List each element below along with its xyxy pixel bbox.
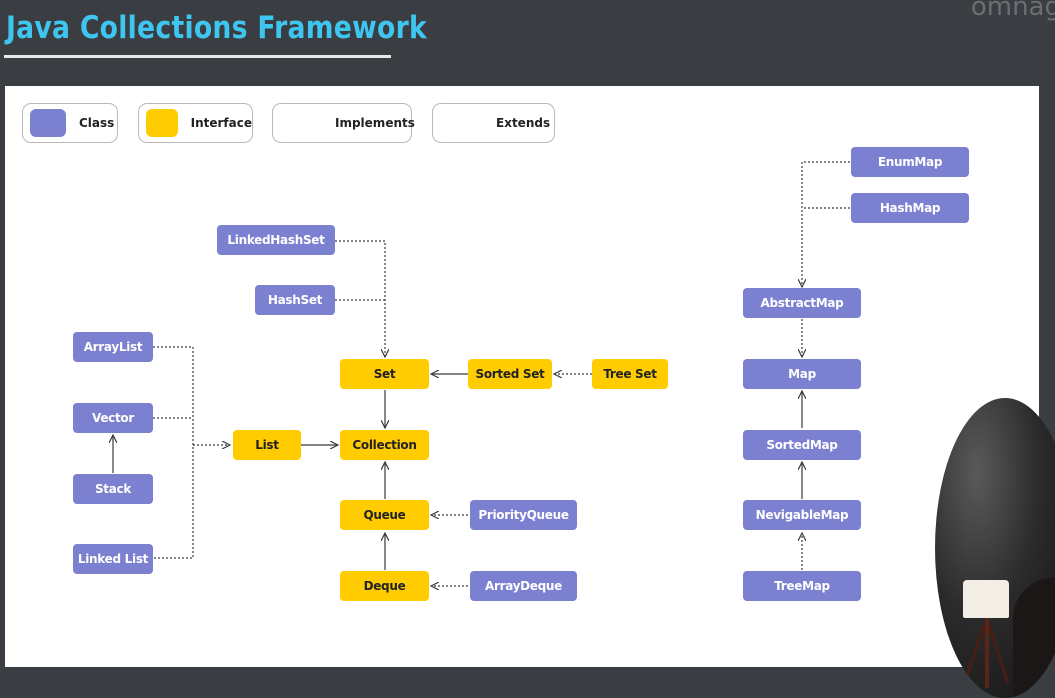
legend-extends-label: Extends [496,116,551,130]
interface-swatch [146,109,178,137]
node-deque: Deque [340,571,429,601]
lamp-leg [963,625,986,683]
diagram-panel: Class Interface Implements Extends Linke… [5,86,1039,667]
legend-implements: Implements [272,103,415,143]
node-collection: Collection [340,430,429,460]
legend-class-label: Class [79,116,115,130]
node-vector: Vector [73,403,153,433]
node-arraydeque: ArrayDeque [470,571,577,601]
node-sortedmap: SortedMap [743,430,861,460]
legend-extends: Extends [432,103,555,143]
node-hashset: HashSet [255,285,335,315]
node-treeset: Tree Set [592,359,668,389]
node-arraylist: ArrayList [73,332,153,362]
lamp-shade [963,580,1009,618]
edge-layer [5,86,850,667]
node-queue: Queue [340,500,429,530]
node-abstractmap: AbstractMap [743,288,861,318]
node-stack: Stack [73,474,153,504]
node-nevigablemap: NevigableMap [743,500,861,530]
page-title: Java Collections Framework [6,10,427,46]
legend-class: Class [22,103,118,143]
node-hashmap: HashMap [851,193,969,223]
legend-interface-label: Interface [190,116,252,130]
node-linkedlist: Linked List [73,544,153,574]
lamp-leg [987,625,1010,683]
node-enummap: EnumMap [851,147,969,177]
node-priorityqueue: PriorityQueue [470,500,577,530]
watermark: omnag [970,0,1055,22]
node-sortedset: Sorted Set [468,359,552,389]
class-swatch [30,109,66,137]
presenter-silhouette [1013,578,1055,698]
node-map: Map [743,359,861,389]
edge-arraylist-list [153,346,194,559]
node-list: List [233,430,301,460]
legend-interface: Interface [138,103,253,143]
node-set: Set [340,359,429,389]
title-underline [4,55,391,58]
legend-implements-label: Implements [335,116,415,130]
lamp-pole [985,618,989,688]
node-linkedhashset: LinkedHashSet [217,225,335,255]
edge-linkedhashset-set [335,240,385,357]
node-treemap: TreeMap [743,571,861,601]
edge-enummap-abstractmap [802,161,850,287]
